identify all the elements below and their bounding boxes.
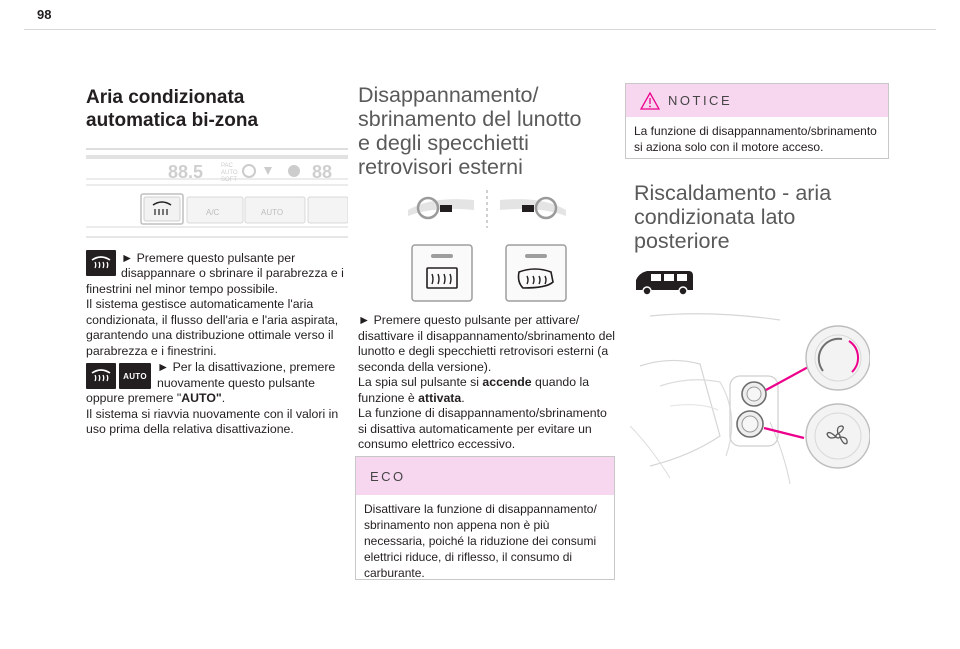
section-title-line2: automatica bi-zona	[86, 110, 259, 131]
fan-icon	[826, 425, 848, 445]
rear-controls-illustration	[630, 313, 870, 485]
windscreen-defrost-icon	[86, 250, 116, 276]
para1-line7: parabrezza e i finestrini.	[86, 344, 217, 358]
para2-line5: uso prima della relativa disattivazione.	[86, 422, 294, 436]
heading-line4: retrovisori esterni	[358, 155, 523, 179]
c2-p1-line2: disattivare il disappannamento/sbrinamen…	[358, 329, 616, 343]
warning-triangle-icon	[640, 91, 660, 110]
van-icon	[636, 271, 693, 296]
steering-wheel-illustration	[408, 190, 566, 228]
panel-ac-button: A/C	[206, 208, 220, 217]
rear-window-defrost-icon	[411, 244, 473, 302]
display-digits-right: 88	[312, 162, 332, 182]
panel-auto-button: AUTO	[261, 208, 283, 217]
para2-line2: nuovamente questo pulsante	[157, 376, 315, 390]
auto-icon: AUTO	[119, 363, 151, 389]
c2-p4-line2: si disattiva automaticamente per evitare…	[358, 422, 592, 436]
notice-text: La funzione di disappannamento/sbrinamen…	[634, 124, 877, 154]
svg-text:SOFT: SOFT	[221, 177, 237, 183]
svg-text:AUTO: AUTO	[221, 170, 238, 176]
c2-p1-line4: seconda della versione).	[358, 360, 492, 374]
para2-line3: oppure premere "AUTO".	[86, 391, 226, 405]
rear-heading-line3: posteriore	[634, 229, 730, 253]
heading-line2: sbrinamento del lunotto	[358, 107, 582, 131]
rear-heading-line2: condizionata lato	[634, 205, 796, 229]
heading-line3: e degli specchietti	[358, 131, 529, 155]
top-rule	[24, 29, 936, 30]
c2-p2: La spia sul pulsante si accende quando l…	[358, 375, 590, 389]
c2-p3: funzione è attivata.	[358, 391, 465, 405]
c2-p1-line1: ► Premere questo pulsante per attivare/	[358, 313, 580, 327]
eco-box: ECO Disattivare la funzione di disappann…	[355, 456, 615, 580]
c2-p1-line3: lunotto e degli specchietti retrovisori …	[358, 344, 609, 358]
windscreen-defrost-icon	[86, 363, 116, 389]
heading-line1: Disappannamento/	[358, 83, 539, 107]
climate-panel-illustration: 88.5 PAC AUTO SOFT 88 A/C AUTO	[86, 148, 348, 238]
section-title-line1: Aria condizionata	[86, 87, 245, 108]
eco-text: Disattivare la funzione di disappannamen…	[364, 502, 597, 580]
para1-line1: ► Premere questo pulsante per	[121, 251, 296, 265]
notice-box: NOTICE La funzione di disappannamento/sb…	[625, 83, 889, 159]
eco-title: ECO	[356, 457, 614, 495]
para1-line5: condizionata, il flusso dell'aria e l'ar…	[86, 313, 339, 327]
para1-line4: Il sistema gestisce automaticamente l'ar…	[86, 297, 314, 311]
rear-heading-line1: Riscaldamento - aria	[634, 181, 832, 205]
c2-p4-line3: consumo elettrico eccessivo.	[358, 437, 516, 451]
c2-p4-line1: La funzione di disappannamento/sbrinamen…	[358, 406, 607, 420]
mirror-defrost-icon	[505, 244, 567, 302]
para2-line1: ► Per la disattivazione, premere	[157, 360, 336, 374]
para1-line6: garantendo una distribuzione ottimale ve…	[86, 328, 334, 342]
display-digits-left: 88.5	[168, 162, 203, 182]
para1-line2: disappannare o sbrinare il parabrezza e …	[121, 266, 344, 280]
page-number: 98	[37, 7, 52, 22]
notice-title: NOTICE	[668, 93, 733, 108]
auto-icon-label: AUTO	[123, 371, 147, 381]
svg-text:PAC: PAC	[221, 163, 234, 169]
para2-line4: Il sistema si riavvia nuovamente con il …	[86, 407, 339, 421]
para1-line3: finestrini nel minor tempo possibile.	[86, 282, 279, 296]
